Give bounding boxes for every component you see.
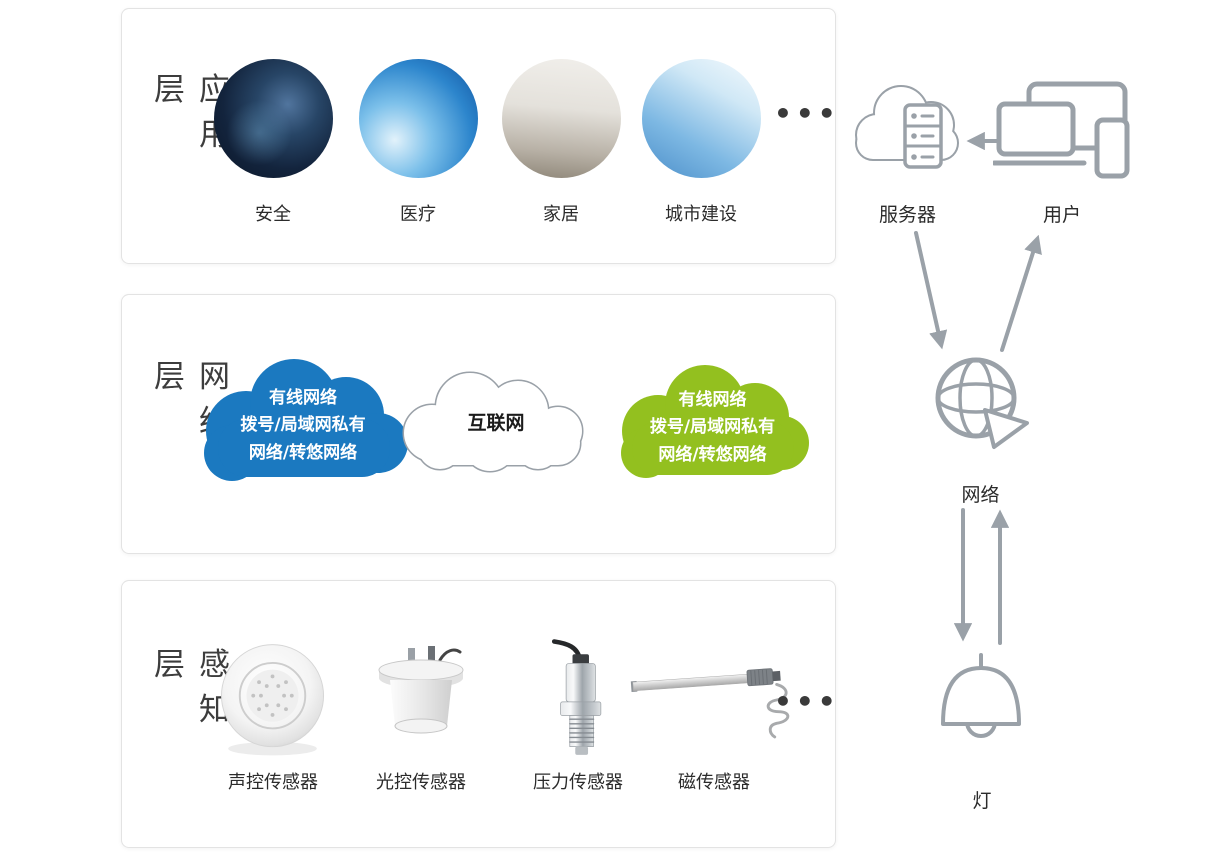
arrow-network-to-user [1000,234,1042,352]
green-cloud-line1: 有线网络 [678,390,747,411]
blue-cloud-line1: 有线网络 [269,388,337,409]
magnetic-sensor-label: 磁传感器 [678,772,750,793]
city-photo [641,59,761,178]
light-sensor-label: 光控传感器 [376,772,466,793]
magnetic-sensor-image [630,668,790,739]
green-cloud-shape [621,365,809,478]
home-photo [501,59,621,178]
blue-cloud-line2: 拨号/局域网私有 [240,415,366,436]
green-cloud-line2: 拨号/局域网私有 [649,417,776,438]
app-item-medical: 医疗 [358,59,478,226]
app-item-city: 城市建设 [641,59,761,226]
network-globe-icon [935,357,1029,449]
blue-cloud-line3: 网络/转悠网络 [248,442,358,463]
perception-ellipsis-icon: ••• [774,685,840,718]
city-label: 城市建设 [665,204,737,225]
pressure-sensor-label: 压力传感器 [533,772,623,793]
network-label: 网络 [961,484,1000,506]
home-label: 家居 [543,204,579,225]
light-sensor-item: 光控传感器 [356,636,486,794]
application-layer-box: 应用层 安全 医疗 家居 城市建设 ••• [121,8,836,264]
white-cloud-shape [402,371,584,473]
pressure-sensor-item: 压力传感器 [513,636,643,794]
green-cloud-line3: 网络/转悠网络 [658,444,767,465]
app-item-home: 家居 [501,59,621,226]
application-ellipsis-icon: ••• [774,97,840,130]
lamp-icon [941,653,1021,738]
user-devices-icon [993,81,1130,179]
internet-label: 互联网 [467,411,525,434]
arrow-server-to-network [914,231,948,350]
internet-cloud: 互联网 [390,367,602,479]
user-label: 用户 [1042,204,1081,226]
green-cloud-text: 有线网络 拨号/局域网私有 网络/转悠网络 [610,363,815,493]
sound-sensor-item: 声控传感器 [208,636,338,794]
sound-sensor-label: 声控传感器 [228,772,318,793]
blue-cloud-text: 有线网络 拨号/局域网私有 网络/转悠网络 [194,357,412,495]
server-label: 服务器 [878,204,936,226]
magnetic-sensor-item: 磁传感器 [629,636,799,794]
security-photo [213,59,333,178]
server-cloud-icon [855,85,959,169]
security-label: 安全 [255,204,291,225]
lamp-label: 灯 [972,790,992,812]
medical-photo [358,59,478,178]
light-sensor-image [378,646,464,734]
perception-layer-box: 感知层 [121,580,836,848]
wired-network-cloud-blue: 有线网络 拨号/局域网私有 网络/转悠网络 [194,357,412,495]
blue-cloud-shape [204,359,408,481]
medical-label: 医疗 [400,204,436,225]
wired-network-cloud-green: 有线网络 拨号/局域网私有 网络/转悠网络 [610,363,815,493]
sound-sensor-image [221,644,325,756]
pressure-sensor-image [551,639,602,755]
app-item-security: 安全 [213,59,333,226]
network-layer-box: 网络层 有线网络 拨号/局域网私有 网络/转悠网络 [121,294,836,554]
internet-cloud-text: 互联网 [390,367,602,479]
